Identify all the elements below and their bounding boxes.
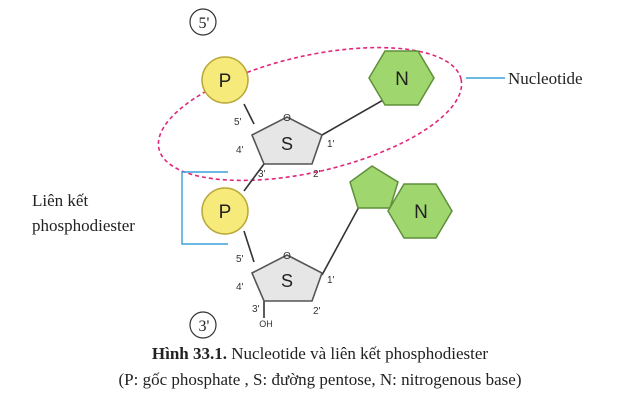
bond-label-line2: phosphodiester — [32, 216, 135, 235]
base-label-top: N — [395, 69, 409, 90]
base-pentagon-bottom — [349, 165, 399, 209]
base-hexagon-top — [368, 50, 435, 106]
carbon-4-top: 4' — [236, 145, 244, 156]
end-label-top: 5' — [199, 15, 210, 32]
figure-legend: (P: gốc phosphate , S: đường pentose, N:… — [118, 370, 522, 389]
end-label-bottom: 3' — [199, 318, 210, 335]
figure-title: Nucleotide và liên kết phosphodiester — [227, 344, 489, 363]
carbon-2-bottom: 2' — [313, 306, 321, 317]
sugar-label-top: S — [281, 134, 293, 154]
bond-label-line1: Liên kết — [32, 191, 88, 210]
nucleotide-outline — [157, 46, 463, 182]
carbon-4-bottom: 4' — [236, 282, 244, 293]
sugar-pentagon-bottom — [250, 254, 323, 302]
base-label-bottom: N — [414, 202, 428, 223]
hydroxyl-label: OH — [259, 319, 273, 329]
carbon-1-top: 1' — [327, 139, 335, 150]
phosphate-circle-bottom — [201, 187, 249, 235]
figure-caption: Hình 33.1. Nucleotide và liên kết phosph… — [0, 344, 640, 364]
nucleotide-label: Nucleotide — [508, 69, 583, 88]
bond-c3-p-bottom — [243, 163, 265, 192]
bond-c1-base-bottom — [321, 204, 361, 276]
figure-label: Hình 33.1. — [151, 344, 228, 363]
base-hexagon-bottom — [387, 183, 453, 239]
carbon-3-top: 3' — [258, 169, 266, 180]
carbon-3-bottom: 3' — [252, 304, 260, 315]
phosphate-label-bottom: P — [219, 202, 232, 223]
phosphodiester-bracket — [181, 171, 228, 245]
end-circle-bottom — [189, 311, 217, 339]
carbon-5-bottom: 5' — [236, 254, 244, 265]
phosphate-circle-top — [201, 56, 249, 104]
sugar-label-bottom: S — [281, 271, 293, 291]
phosphate-label-top: P — [219, 71, 232, 92]
carbon-5-top: 5' — [234, 117, 242, 128]
bond-p-c5-top — [243, 103, 255, 125]
bond-p-c5-bottom — [243, 230, 255, 263]
ring-oxygen-bottom: O — [283, 251, 291, 262]
ring-oxygen-top: O — [283, 113, 291, 124]
sugar-pentagon-top — [250, 116, 323, 165]
bond-c1-base-top — [321, 94, 393, 136]
end-circle-top — [189, 8, 217, 36]
carbon-2-top: 2' — [313, 169, 321, 180]
carbon-1-bottom: 1' — [327, 275, 335, 286]
